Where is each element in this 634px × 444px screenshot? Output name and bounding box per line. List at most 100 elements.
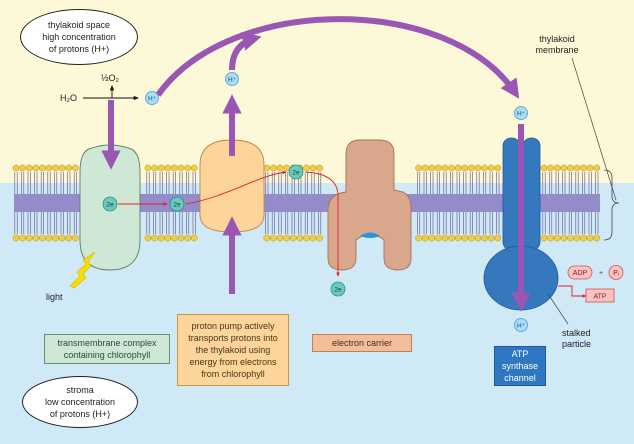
atp-synthase-line-3: channel <box>504 373 536 383</box>
lipid-tail <box>463 212 467 234</box>
arrow-big-arc <box>155 16 520 99</box>
lipid-head <box>72 164 79 172</box>
lipid-head <box>461 164 469 172</box>
lipid-head <box>45 164 53 172</box>
lipid-head <box>586 234 594 242</box>
lipid-head <box>316 164 323 172</box>
lipid-tail <box>179 212 183 234</box>
lipid-tail <box>582 172 586 194</box>
lipid-tail <box>192 212 196 234</box>
lipid-head <box>164 234 172 242</box>
lipid-tail <box>14 172 18 194</box>
lipid-head <box>415 164 422 172</box>
proton-pump-line-1: proton pump actively <box>191 321 275 331</box>
lipid-tail <box>146 172 150 194</box>
ions <box>102 72 528 332</box>
lipid-head <box>58 164 66 172</box>
atp-badge <box>585 288 615 303</box>
adp-label: ADP <box>573 270 588 277</box>
atp-synthase-stalk-left <box>502 137 521 251</box>
thylakoid-space-line-1: thylakoid space <box>47 20 111 30</box>
lipid-tail <box>27 172 31 194</box>
light-bolt <box>69 251 96 289</box>
thylakoid-membrane-line-1: thylakoid <box>539 34 575 44</box>
lipid-tail <box>423 172 427 194</box>
lipid-head <box>580 164 587 172</box>
stalked-particle-label: stalked particle <box>562 328 591 350</box>
atp-synthase-stalk-right <box>522 137 541 251</box>
lipid-tail <box>179 172 183 194</box>
lipid-tail <box>562 172 566 194</box>
atp-label: ATP <box>593 294 606 301</box>
lipid-tail <box>450 172 454 194</box>
proton-label-3: H⁺ <box>517 111 525 118</box>
lipid-tail <box>40 172 44 194</box>
lipid-tail <box>311 212 315 234</box>
half-o2-label: ½O₂ <box>101 73 120 83</box>
proton-ion-1 <box>145 91 159 105</box>
lipid-tail <box>417 212 421 234</box>
arrow-proton-to-pump-curve <box>229 31 262 71</box>
lipid-head <box>270 234 277 242</box>
lipid-tail <box>318 212 322 234</box>
lipid-head <box>428 234 436 242</box>
lipid-head <box>32 164 40 172</box>
lipid-tail <box>436 212 440 234</box>
lipid-head <box>421 164 429 172</box>
lipid-head <box>151 234 158 242</box>
stalked-particle-pointer <box>547 293 569 325</box>
lipid-head <box>309 164 317 172</box>
electron-path-3 <box>305 171 340 277</box>
proton-pump-shape <box>199 139 265 233</box>
electron-label-1: 2e <box>106 202 114 209</box>
lipid-tail <box>278 172 282 194</box>
lipid-head <box>25 234 33 242</box>
lipid-head <box>448 164 455 172</box>
lipid-head <box>474 164 482 172</box>
lipid-tail <box>595 212 599 234</box>
lipid-tail <box>21 172 25 194</box>
lipid-head <box>72 234 79 242</box>
lipid-head <box>52 164 59 172</box>
lipid-head <box>65 234 73 242</box>
lipid-head <box>65 164 73 172</box>
lipid-head <box>593 234 601 242</box>
thylakoid-membrane-line-2: membrane <box>535 45 579 55</box>
lipid-head <box>45 234 53 242</box>
electron-carrier-text: electron carrier <box>331 338 393 348</box>
lipid-tail <box>60 172 64 194</box>
lipid-head <box>263 164 271 172</box>
lipid-tail <box>153 172 157 194</box>
electron-carrier-label: electron carrier <box>312 334 412 352</box>
lipid-tail <box>542 212 546 234</box>
lipid-head <box>184 164 191 172</box>
lipid-head <box>289 234 297 242</box>
lipid-head <box>303 164 310 172</box>
lipid-head <box>441 234 449 242</box>
lipid-head <box>171 164 178 172</box>
lipid-tail <box>417 172 421 194</box>
lipid-tail <box>476 212 480 234</box>
atp-reaction-arrow <box>558 285 587 298</box>
lipid-tail <box>575 212 579 234</box>
electron-carrier-shape <box>327 139 412 271</box>
lipid-tail <box>47 212 51 234</box>
lipid-head <box>12 234 20 242</box>
stroma-oval: stroma low concentration of protons (H+) <box>22 376 138 428</box>
lipid-tail <box>54 172 58 194</box>
lipid-tail <box>146 212 150 234</box>
lipid-head <box>481 164 488 172</box>
lipid-tail <box>318 172 322 194</box>
lipid-head <box>567 164 574 172</box>
lipid-tail <box>27 212 31 234</box>
lipid-head <box>296 234 304 242</box>
lipid-tail <box>60 212 64 234</box>
lipid-tail <box>40 212 44 234</box>
lipid-tail <box>549 212 553 234</box>
lipid-head <box>474 234 482 242</box>
lipid-head <box>593 164 601 172</box>
lipid-bilayer <box>12 164 601 242</box>
electron-label-3: 2e <box>292 170 300 177</box>
